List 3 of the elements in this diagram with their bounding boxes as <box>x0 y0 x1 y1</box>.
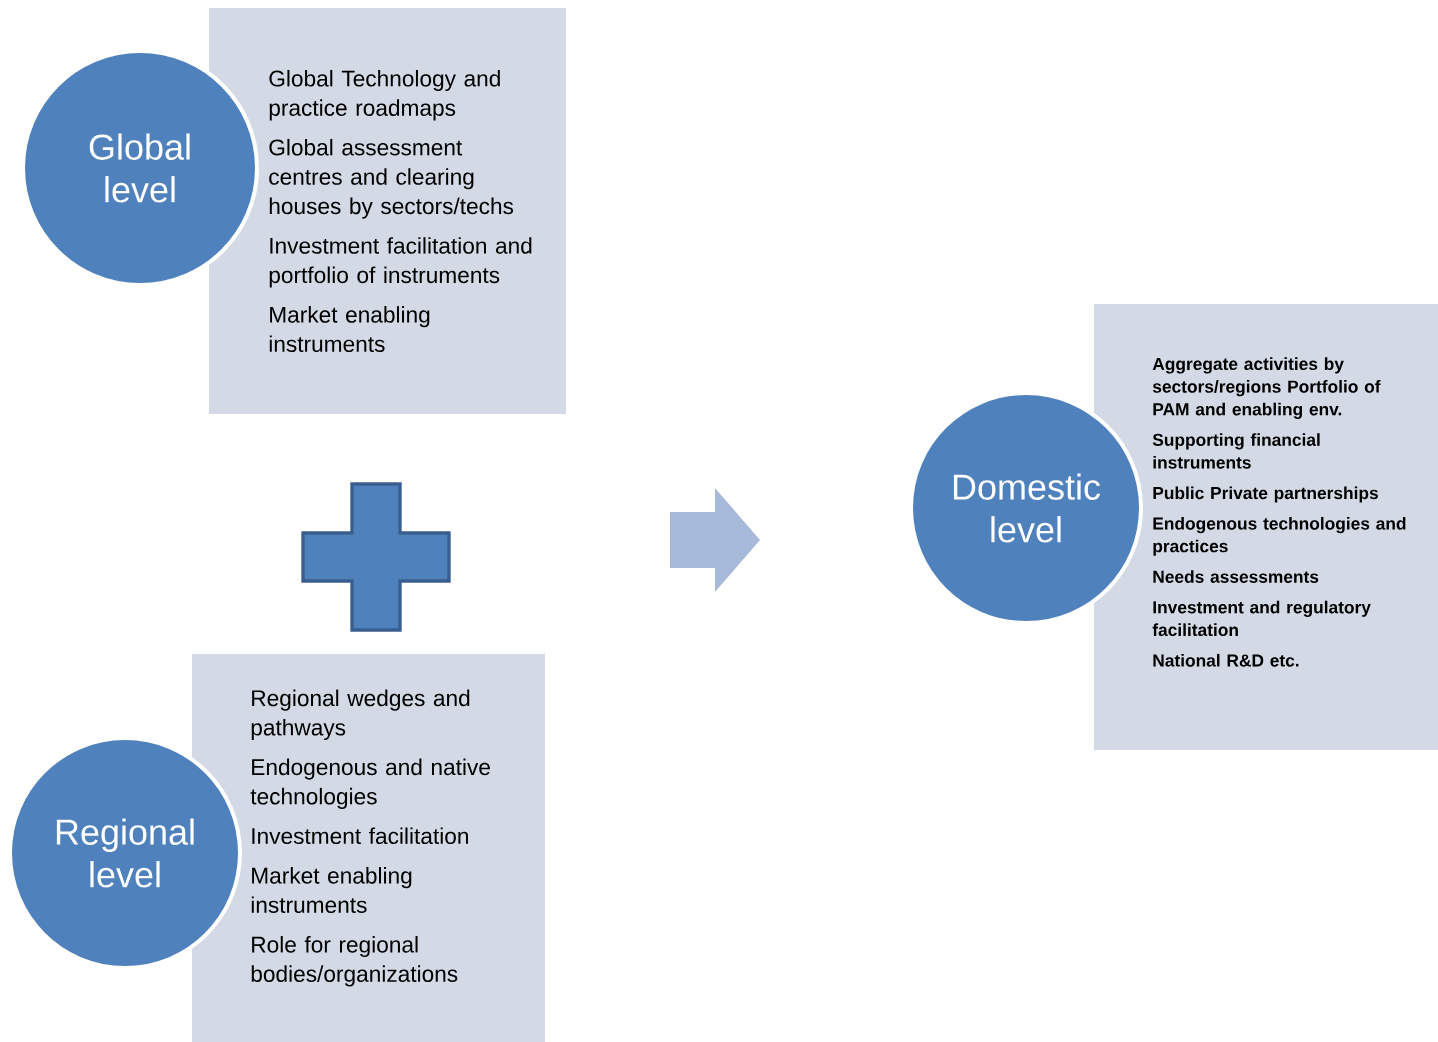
plus-sign <box>301 482 451 632</box>
text-box: Global Technology and practice roadmaps Global assessment centres and clearing houses by sectors/techs Investment facilitation and portfolio of instruments Market enabling instruments <box>209 8 566 414</box>
block-arrow <box>670 488 760 592</box>
